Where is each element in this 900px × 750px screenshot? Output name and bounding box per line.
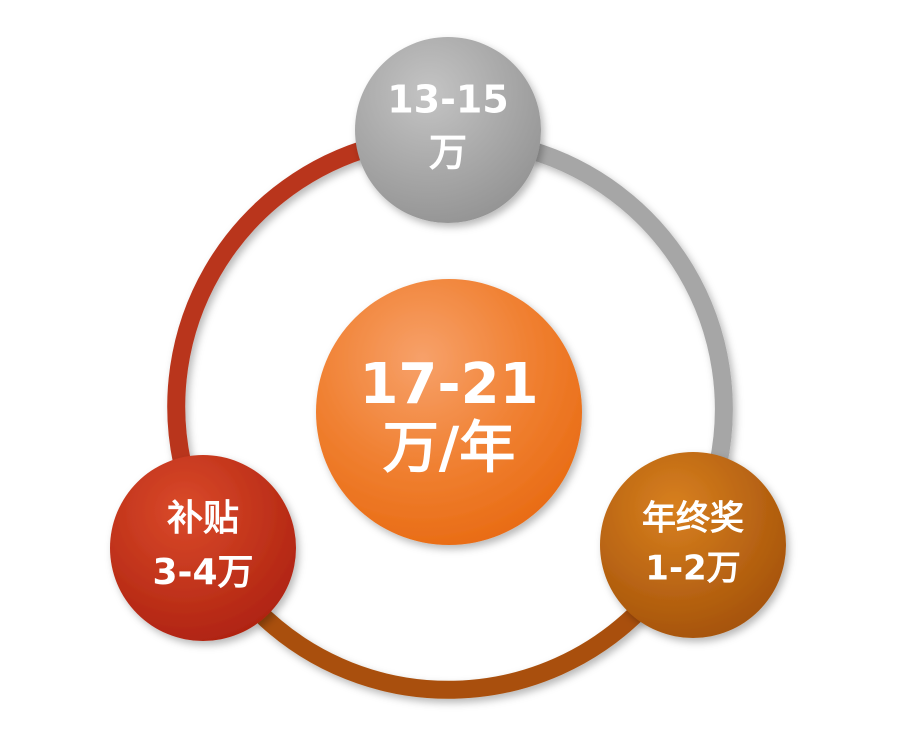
node-year-end-bonus: 年终奖 1-2万 bbox=[600, 452, 786, 638]
node-year-end-bonus-line1: 年终奖 bbox=[642, 499, 744, 539]
node-base-salary: 13-15 万 bbox=[355, 37, 541, 223]
arc-subsidy-to-base bbox=[167, 141, 371, 471]
node-subsidy-line2: 3-4万 bbox=[152, 552, 253, 593]
arc-base-to-bonus bbox=[521, 141, 733, 474]
node-year-end-bonus-line2: 1-2万 bbox=[645, 549, 740, 589]
center-node-total-salary: 17-21 万/年 bbox=[316, 279, 582, 545]
node-base-salary-line1: 13-15 bbox=[387, 78, 509, 122]
node-subsidy: 补贴 3-4万 bbox=[110, 455, 296, 641]
center-node-line1: 17-21 bbox=[359, 352, 538, 417]
center-node-line2: 万/年 bbox=[383, 416, 515, 481]
node-base-salary-line2: 万 bbox=[429, 131, 467, 175]
arc-bonus-to-subsidy bbox=[256, 601, 649, 699]
node-subsidy-line1: 补贴 bbox=[167, 498, 239, 539]
